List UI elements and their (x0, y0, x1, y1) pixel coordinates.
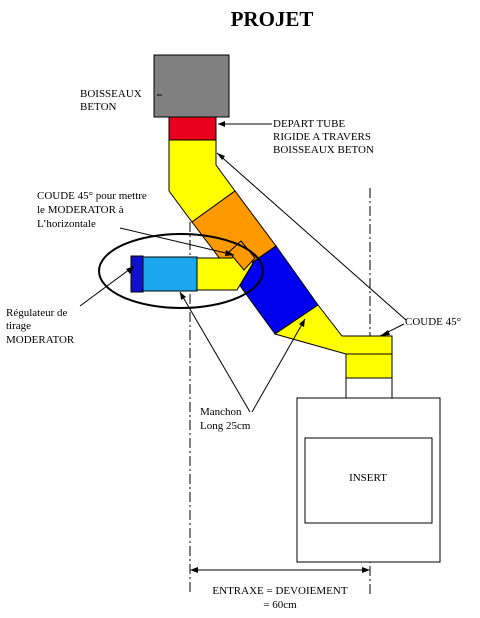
arrowhead-regulateur (126, 266, 134, 274)
label-depart-line3: BOISSEAUX BETON (273, 144, 374, 156)
label-entraxe-line2: = 60cm (263, 599, 297, 611)
label-manchon-line2: Long 25cm (200, 420, 251, 432)
label-coude-moderator-line3: L’horizontale (37, 218, 96, 230)
label-regulateur-line1: Régulateur de (6, 307, 68, 319)
arrowhead-manchon-2 (299, 319, 305, 327)
label-boisseaux-line2: BETON (80, 101, 117, 113)
arrowhead-entraxe-right (362, 567, 370, 573)
insert-outlet (345, 377, 393, 399)
label-coude45: COUDE 45° (405, 316, 461, 328)
insert-label: INSERT (349, 472, 387, 484)
depart-tube (168, 116, 217, 141)
arrowhead-coude45-bottom (380, 330, 390, 336)
arrowhead-coude-moderator (225, 250, 234, 256)
label-entraxe-line1: ENTRAXE = DEVOIEMENT (212, 585, 347, 597)
moderator-cap (130, 255, 144, 293)
moderator-ellipse (98, 233, 264, 309)
label-regulateur-line2: tirage (6, 320, 31, 332)
label-manchon-line1: Manchon (200, 406, 242, 418)
label-coude-moderator-line1: COUDE 45° pour mettre (37, 190, 147, 202)
leader-coude45-top (216, 152, 407, 321)
arrowhead-depart (218, 121, 225, 127)
leader-manchon-2 (251, 318, 306, 413)
page-title: PROJET (231, 7, 314, 31)
arrowhead-entraxe-left (190, 567, 198, 573)
boisseaux-beton (153, 54, 230, 118)
insert-window (304, 437, 433, 524)
label-depart-line1: DEPART TUBE (273, 118, 345, 130)
label-depart-line2: RIGIDE A TRAVERS (273, 131, 371, 143)
arrowhead-manchon-1 (180, 292, 186, 300)
label-coude-moderator-line2: le MODERATOR à (37, 204, 124, 216)
arrowhead-coude45-top (217, 153, 225, 160)
label-boisseaux-line1: BOISSEAUX (80, 88, 142, 100)
label-regulateur-line3: MODERATOR (6, 334, 75, 346)
leader-coude-moderator (119, 227, 235, 256)
leader-manchon-1 (179, 291, 251, 413)
leader-regulateur (79, 265, 135, 307)
moderator-tube (142, 256, 198, 292)
